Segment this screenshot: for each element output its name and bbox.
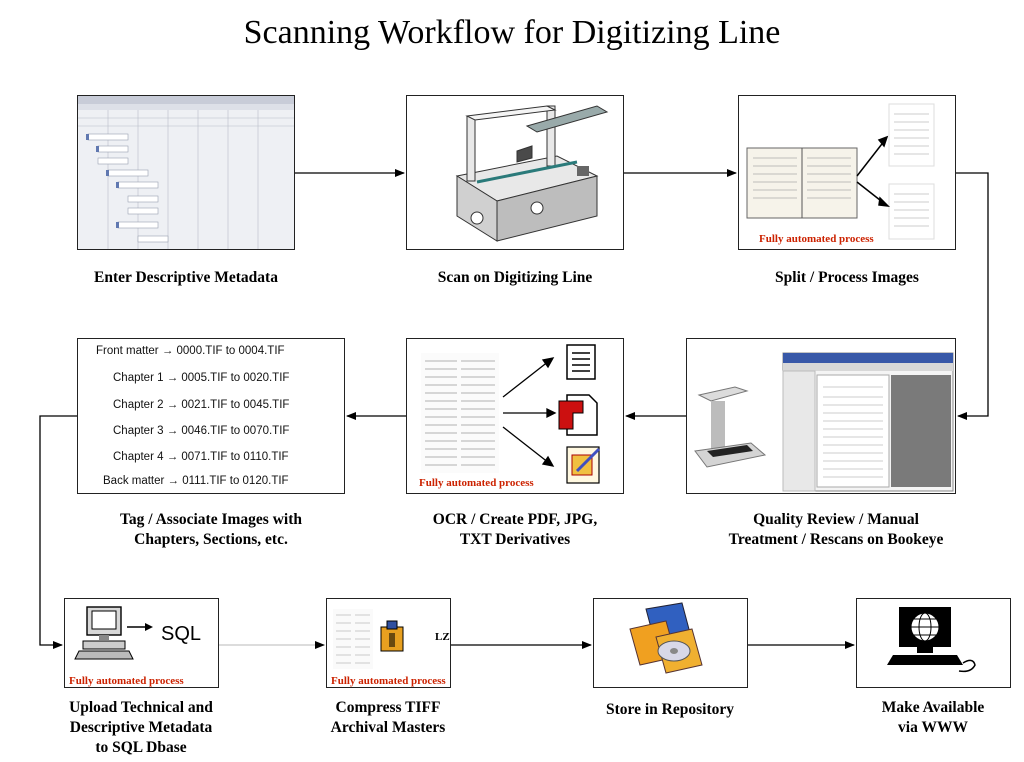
metadata-box bbox=[77, 95, 295, 250]
fully-automated-label: Fully automated process bbox=[69, 675, 184, 687]
fully-automated-label: Fully automated process bbox=[419, 477, 534, 489]
www-box bbox=[856, 598, 1011, 688]
tag-box: Front matter → 0000.TIF to 0004.TIF Chap… bbox=[77, 338, 345, 494]
www-computer-icon bbox=[887, 607, 976, 673]
tag-line: Chapter 4 → 0071.TIF to 0110.TIF bbox=[113, 451, 289, 463]
tag-line: Chapter 3 → 0046.TIF to 0070.TIF bbox=[113, 425, 290, 437]
caption-www: Make Available via WWW bbox=[881, 699, 985, 736]
caption-metadata: Enter Descriptive Metadata bbox=[94, 269, 278, 286]
zip-archive-icon bbox=[380, 620, 404, 652]
scan-box bbox=[406, 95, 624, 250]
fully-automated-label: Fully automated process bbox=[331, 675, 446, 687]
repository-disk-icon bbox=[629, 602, 703, 674]
bookeye-scanner-image bbox=[694, 386, 767, 468]
caption-qa: Quality Review / Manual Treatment / Resc… bbox=[728, 511, 944, 548]
tag-line: Front matter → 0000.TIF to 0004.TIF bbox=[96, 345, 285, 357]
qa-box bbox=[686, 338, 956, 494]
upload-box: SQL Fully automated process bbox=[64, 598, 219, 688]
jpg-file-icon bbox=[566, 446, 601, 484]
bookeye-review-image bbox=[694, 352, 954, 492]
ocr-image bbox=[421, 344, 601, 484]
sql-label: SQL bbox=[161, 623, 202, 645]
arrow-split-to-qa bbox=[956, 172, 989, 420]
metadata-screenshot bbox=[78, 96, 294, 249]
fully-automated-label: Fully automated process bbox=[759, 233, 874, 245]
caption-split: Split / Process Images bbox=[775, 269, 919, 286]
pdf-file-icon bbox=[558, 394, 598, 436]
scanner-image bbox=[455, 105, 609, 242]
caption-upload: Upload Technical and Descriptive Metadat… bbox=[69, 699, 213, 756]
compress-box: LZW Fully automated process bbox=[326, 598, 451, 688]
split-box: Fully automated process bbox=[738, 95, 956, 250]
caption-store: Store in Repository bbox=[605, 701, 734, 718]
caption-compress: Compress TIFF Archival Masters bbox=[330, 699, 446, 736]
diagram-title: Scanning Workflow for Digitizing Line bbox=[243, 14, 781, 51]
caption-tag: Tag / Associate Images with Chapters, Se… bbox=[120, 511, 302, 548]
ocr-box: Fully automated process bbox=[406, 338, 624, 494]
split-pages-image bbox=[746, 103, 935, 240]
compress-image bbox=[333, 609, 404, 669]
tag-line: Chapter 2 → 0021.TIF to 0045.TIF bbox=[113, 399, 290, 411]
lzw-label: LZW bbox=[435, 631, 450, 643]
tag-line: Back matter → 0111.TIF to 0120.TIF bbox=[103, 475, 289, 487]
store-box bbox=[593, 598, 748, 688]
arrow-tag-to-upload bbox=[39, 415, 77, 649]
caption-ocr: OCR / Create PDF, JPG, TXT Derivatives bbox=[432, 511, 598, 548]
txt-file-icon bbox=[566, 344, 596, 380]
computer-icon bbox=[74, 606, 153, 660]
caption-scan: Scan on Digitizing Line bbox=[437, 269, 593, 286]
tag-line: Chapter 1 → 0005.TIF to 0020.TIF bbox=[113, 372, 290, 384]
